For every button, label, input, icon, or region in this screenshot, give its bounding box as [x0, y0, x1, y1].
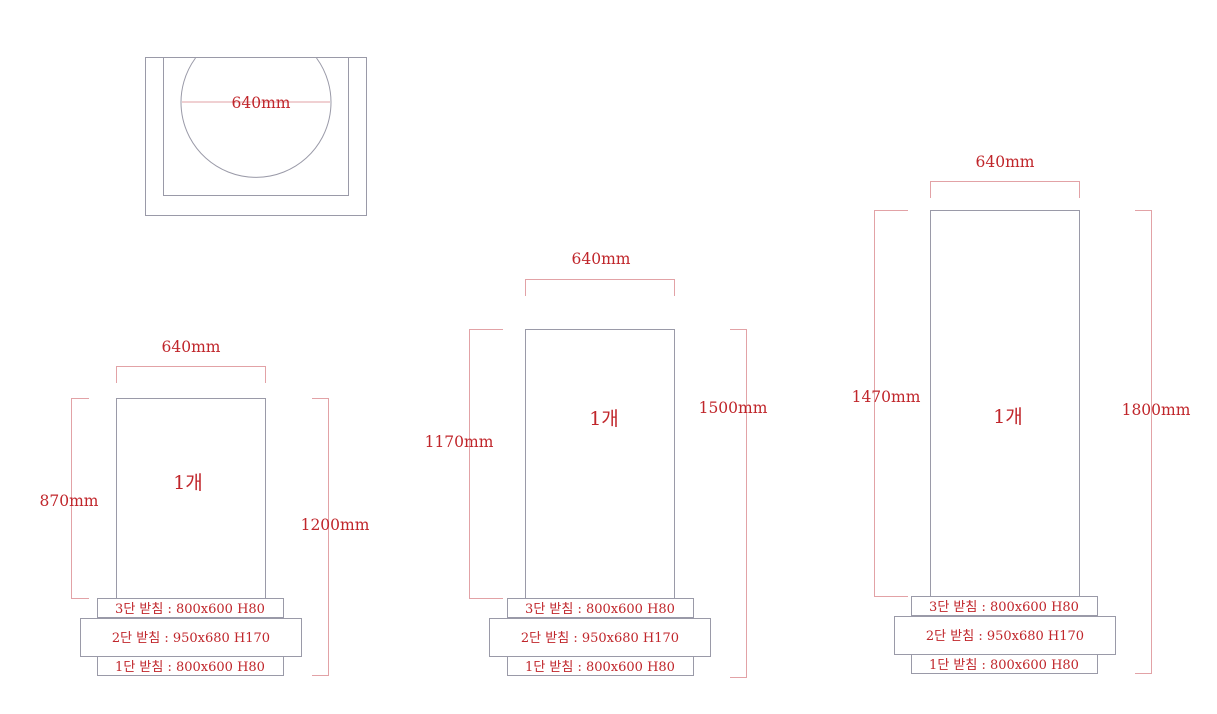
width-label: 640mm — [162, 338, 221, 356]
total-height-dimension-line — [312, 398, 329, 676]
count-label: 1개 — [173, 472, 203, 494]
base-tier-2 — [489, 618, 711, 657]
body-height-dimension-line — [71, 398, 89, 599]
base-tier-2-label: 2단 받침 : 950x680 H170 — [926, 629, 1084, 644]
total-height-label: 1200mm — [301, 516, 370, 534]
body-height-label: 1470mm — [852, 388, 921, 406]
body-rect — [930, 210, 1080, 597]
base-tier-2 — [894, 616, 1116, 655]
base-tier-3 — [507, 598, 694, 618]
base-tier-1 — [507, 656, 694, 676]
body-rect — [116, 398, 266, 599]
top-view-outer-frame — [145, 57, 367, 216]
base-tier-1-label: 1단 받침 : 800x600 H80 — [929, 658, 1079, 673]
width-dimension-line — [525, 279, 675, 296]
base-tier-2-label: 2단 받침 : 950x680 H170 — [521, 631, 679, 646]
base-tier-3 — [97, 598, 284, 618]
base-tier-1-label: 1단 받침 : 800x600 H80 — [525, 660, 675, 675]
total-height-dimension-line — [730, 329, 747, 678]
base-tier-2-label: 2단 받침 : 950x680 H170 — [112, 631, 270, 646]
body-height-dimension-line — [469, 329, 503, 599]
width-dimension-line — [116, 366, 266, 383]
base-tier-3-label: 3단 받침 : 800x600 H80 — [115, 602, 265, 617]
base-tier-3-label: 3단 받침 : 800x600 H80 — [525, 602, 675, 617]
top-view-circle — [180, 57, 332, 178]
width-dimension-line — [930, 181, 1080, 198]
total-height-label: 1500mm — [699, 399, 768, 417]
base-tier-1 — [97, 656, 284, 676]
count-label: 1개 — [993, 406, 1023, 428]
base-tier-3-label: 3단 받침 : 800x600 H80 — [929, 600, 1079, 615]
unit-2: 640mm 1개 1170mm 1500mm 3단 받침 : 800x600 H… — [425, 250, 768, 678]
top-view-inner-frame — [163, 57, 349, 196]
count-label: 1개 — [589, 408, 619, 430]
base-tier-1-label: 1단 받침 : 800x600 H80 — [115, 660, 265, 675]
total-height-label: 1800mm — [1122, 401, 1191, 419]
body-height-label: 870mm — [40, 492, 99, 510]
body-rect — [525, 329, 675, 599]
width-label: 640mm — [976, 153, 1035, 171]
body-height-label: 1170mm — [425, 433, 494, 451]
total-height-dimension-line — [1135, 210, 1152, 674]
base-tier-3 — [911, 596, 1098, 616]
base-tier-2 — [80, 618, 302, 657]
width-label: 640mm — [572, 250, 631, 268]
top-view: 640mm — [145, 57, 367, 216]
top-view-diameter-label: 640mm — [232, 94, 291, 112]
unit-1: 640mm 1개 870mm 1200mm 3단 받침 : 800x600 H8… — [40, 338, 370, 676]
body-height-dimension-line — [874, 210, 908, 597]
unit-3: 640mm 1개 1470mm 1800mm 3단 받침 : 800x600 H… — [852, 153, 1191, 674]
base-tier-1 — [911, 654, 1098, 674]
